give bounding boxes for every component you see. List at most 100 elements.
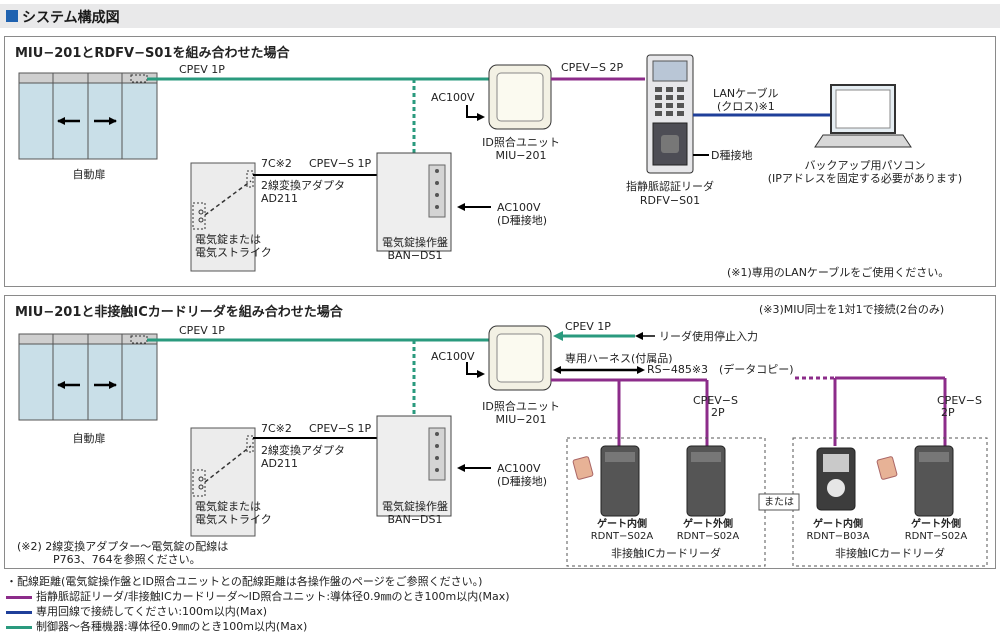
ban-label-2: BAN−DS1 (387, 249, 443, 262)
electric-lock-icon (190, 162, 256, 272)
note2-line2: P763、764を参照ください。 (53, 553, 201, 566)
ic-reader-icon-4 (914, 445, 954, 517)
legend-label-purple: 指静脈認証リーダ/非接触ICカードリーダ〜ID照合ユニット:導体径0.9㎜のとき… (36, 590, 510, 603)
label-cpevs1p: CPEV−S 1P (309, 157, 372, 170)
legend-swatch-blue (6, 610, 32, 614)
ic-reader-icon-2 (686, 445, 726, 517)
panel2-diagram (18, 325, 988, 567)
lan-label-1: LANケーブル (713, 87, 779, 100)
lock-label-1: 電気錠または (195, 233, 261, 246)
panel2-title: MIU−201と非接触ICカードリーダを組み合わせた場合 (15, 305, 343, 320)
label-7c: 7C※2 (261, 157, 292, 170)
adapter-label-1: 2線変換アダプタ (261, 444, 345, 457)
lock-label-2: 電気ストライク (195, 513, 272, 526)
adapter-label-2: AD211 (261, 457, 298, 470)
or-label: または (764, 497, 794, 508)
header-square-icon (6, 10, 18, 22)
label-rs485: RS−485※3 (647, 363, 709, 376)
label-cpevs-a1: CPEV−S (693, 394, 738, 407)
ban-ac100v-1: AC100V (497, 462, 541, 475)
label-cpev1p: CPEV 1P (179, 63, 225, 76)
miu-unit-icon (488, 325, 552, 391)
legend-label-blue: 専用回線で接続してください:100m以内(Max) (36, 605, 268, 618)
lock-label-1: 電気錠または (195, 500, 261, 513)
label-cpevs-b2: 2P (941, 406, 955, 419)
label-harness: 専用ハーネス(付属品) (565, 352, 673, 365)
label-7c: 7C※2 (261, 422, 292, 435)
ban-ac100v-2: (D種接地) (497, 475, 548, 488)
door-label: 自動扉 (72, 168, 106, 181)
label-reader-stop: リーダ使用停止入力 (659, 330, 758, 343)
automatic-door-icon (18, 333, 158, 421)
legend-item-purple: 指静脈認証リーダ/非接触ICカードリーダ〜ID照合ユニット:導体径0.9㎜のとき… (6, 590, 510, 603)
reader-group-b (792, 437, 988, 567)
ban-label-1: 電気錠操作盤 (382, 500, 448, 513)
reader-group-a (566, 437, 766, 567)
label-cpevs-b1: CPEV−S (937, 394, 982, 407)
note2-line1: (※2) 2線変換アダプター〜電気錠の配線は (17, 540, 229, 553)
pc-label-1: バックアップ用パソコン (804, 159, 926, 172)
label-cpevs-a2: 2P (711, 406, 725, 419)
label-cpevs2p: CPEV−S 2P (561, 61, 624, 74)
panel1-title: MIU−201とRDFV−S01を組み合わせた場合 (15, 46, 290, 61)
ban-label-2: BAN−DS1 (387, 513, 443, 526)
reader3-model: RDNT−B03A (806, 531, 870, 542)
label-ac100v: AC100V (431, 350, 475, 363)
miu-unit-icon (488, 64, 552, 130)
panel1-note: (※1)専用のLANケーブルをご使用ください。 (727, 266, 950, 279)
legend-item-blue: 専用回線で接続してください:100m以内(Max) (6, 605, 267, 618)
ban-panel-icon (376, 415, 452, 517)
legend-swatch-purple (6, 595, 32, 599)
label-ac100v: AC100V (431, 91, 475, 104)
legend-label-teal: 制御器〜各種機器:導体径0.9㎜のとき100m以内(Max) (36, 620, 308, 633)
or-box (758, 493, 800, 511)
panel-ic-card: MIU−201と非接触ICカードリーダを組み合わせた場合 (※3)MIU同士を1… (4, 295, 996, 569)
panel1-diagram (18, 54, 912, 272)
legend-intro: ・配線距離(電気錠操作盤とID照合ユニットとの配線距離は各操作盤のページをご参照… (6, 575, 483, 588)
fingervein-reader-icon (646, 54, 694, 174)
group-b-label: 非接触ICカードリーダ (835, 547, 945, 560)
lock-label-2: 電気ストライク (195, 246, 272, 259)
ic-reader-icon-1 (600, 445, 640, 517)
automatic-door-icon (18, 72, 158, 160)
card-icon-b (876, 456, 898, 480)
reader-label-2: RDFV−S01 (639, 194, 701, 207)
lan-label-2: (クロス)※1 (717, 100, 775, 113)
legend-swatch-teal (6, 625, 32, 629)
label-cpev1p-right: CPEV 1P (565, 320, 611, 333)
label-cpevs1p: CPEV−S 1P (309, 422, 372, 435)
laptop-icon (814, 84, 912, 148)
reader3-title: ゲート内側 (813, 519, 863, 530)
reader4-title: ゲート外側 (911, 519, 961, 530)
card-icon-a (572, 456, 594, 480)
ban-ac100v-2: (D種接地) (497, 214, 548, 227)
reader-label-1: 指静脈認証リーダ (626, 180, 714, 193)
electric-lock-icon (190, 427, 256, 537)
adapter-label-1: 2線変換アダプタ (261, 179, 345, 192)
label-d-ground: D種接地 (711, 149, 753, 162)
group-a-label: 非接触ICカードリーダ (611, 547, 721, 560)
pc-label-2: (IPアドレスを固定する必要があります) (767, 172, 963, 185)
reader1-model: RDNT−S02A (590, 531, 654, 542)
ban-ac100v-1: AC100V (497, 201, 541, 214)
miu-label-1: ID照合ユニット (482, 400, 560, 413)
legend-item-teal: 制御器〜各種機器:導体径0.9㎜のとき100m以内(Max) (6, 620, 307, 633)
reader2-model: RDNT−S02A (676, 531, 740, 542)
ban-panel-icon (376, 152, 452, 252)
miu-label-2: MIU−201 (495, 149, 547, 162)
panel2-note3: (※3)MIU同士を1対1で接続(2台のみ) (759, 303, 945, 316)
section-header: システム構成図 (0, 4, 1000, 28)
label-data-copy: (データコピー) (719, 363, 794, 376)
label-cpev1p: CPEV 1P (179, 324, 225, 337)
miu-label-1: ID照合ユニット (482, 136, 560, 149)
panel-fingervein: MIU−201とRDFV−S01を組み合わせた場合 CPEV 1P AC100V… (4, 36, 996, 287)
adapter-label-2: AD211 (261, 192, 298, 205)
ban-label-1: 電気錠操作盤 (382, 236, 448, 249)
ic-reader-icon-3 (816, 447, 856, 511)
door-label: 自動扉 (72, 432, 106, 445)
miu-label-2: MIU−201 (495, 413, 547, 426)
reader2-title: ゲート外側 (683, 519, 733, 530)
reader4-model: RDNT−S02A (904, 531, 968, 542)
section-title: システム構成図 (22, 10, 120, 26)
reader1-title: ゲート内側 (597, 519, 647, 530)
